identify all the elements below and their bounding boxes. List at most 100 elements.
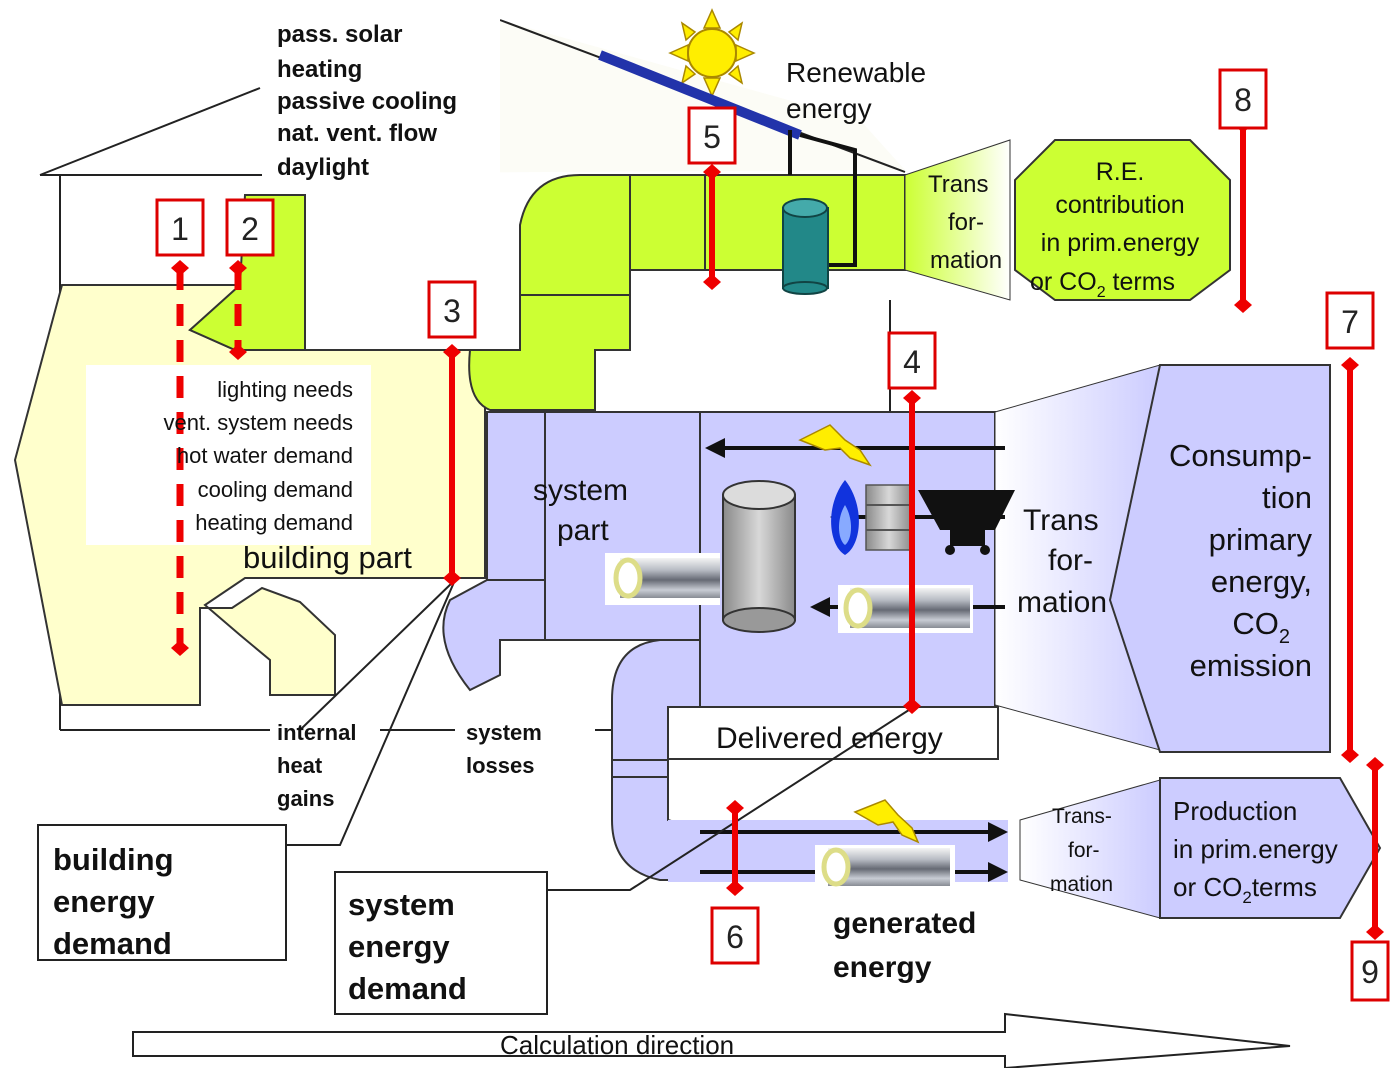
svg-text:mation: mation [930,247,1002,274]
svg-text:part: part [557,514,609,547]
pipe-icon [815,845,955,891]
svg-text:Trans: Trans [928,171,988,198]
svg-text:or CO2 terms: or CO2 terms [1030,268,1175,301]
svg-text:9: 9 [1361,954,1379,990]
svg-text:system: system [533,474,628,507]
svg-text:pass. solar: pass. solar [277,21,402,48]
svg-text:4: 4 [903,344,921,380]
svg-text:Calculation direction: Calculation direction [500,1030,734,1060]
delivered-energy-label: Delivered energy [716,722,943,755]
marker-4: 4 [887,331,937,390]
renewable-energy-label: Renewable energy [786,57,926,124]
re-contribution-label: R.E. contribution in prim.energy or CO2 … [1030,158,1200,301]
svg-text:heat: heat [277,753,323,778]
svg-text:8: 8 [1234,82,1252,118]
system-part-label: system part [533,474,628,547]
svg-text:passive cooling: passive cooling [277,88,457,115]
svg-text:CO2: CO2 [1232,606,1290,648]
svg-text:internal: internal [277,720,356,745]
lightning-icon [798,424,872,467]
svg-text:emission: emission [1190,648,1312,683]
svg-text:Production: Production [1173,796,1297,826]
svg-text:vent. system needs: vent. system needs [163,410,353,435]
needs-list: lighting needs vent. system needs hot wa… [163,377,353,535]
solar-panel-icon [598,50,857,267]
svg-text:energy: energy [348,929,450,964]
svg-text:daylight: daylight [277,154,369,181]
svg-text:energy: energy [833,951,932,984]
production-label: Production in prim.energy or CO2terms [1173,796,1338,907]
needs-text-bg [86,365,371,545]
svg-text:heating demand: heating demand [195,510,353,535]
svg-text:mation: mation [1050,873,1113,896]
pipe-icon [838,585,973,633]
svg-text:mation: mation [1017,586,1107,619]
calculation-direction-arrow: Calculation direction [132,1012,1291,1068]
marker-1: 1 [155,198,205,257]
svg-text:Renewable: Renewable [786,57,926,88]
svg-text:nat. vent. flow: nat. vent. flow [277,120,437,147]
leader-lines [285,579,913,891]
svg-text:1: 1 [171,211,189,247]
svg-text:losses: losses [466,753,535,778]
marker-3: 3 [427,280,477,339]
lightning-icon [853,799,920,844]
svg-text:energy: energy [786,93,872,124]
system-energy-demand-box: system energy demand [334,871,548,1015]
svg-text:gains: gains [277,786,334,811]
svg-text:tion: tion [1262,480,1312,515]
svg-text:R.E.: R.E. [1096,158,1145,186]
system-part-shape [442,364,1382,919]
svg-text:system: system [466,720,542,745]
svg-text:lighting needs: lighting needs [217,377,353,402]
marker-9: 9 [1350,940,1390,1002]
building-part-label: building part [243,540,412,575]
marker-6: 6 [710,906,760,965]
svg-text:cooling demand: cooling demand [198,477,353,502]
svg-text:3: 3 [443,293,461,329]
pipe-icon [605,553,720,605]
svg-text:6: 6 [726,919,744,955]
boiler-icon [722,480,796,633]
passive-text-bg [262,15,500,180]
svg-text:for-: for- [948,209,984,236]
system-losses-label: system losses [466,720,542,778]
svg-text:or CO2terms: or CO2terms [1173,872,1317,907]
svg-text:demand: demand [348,971,467,1006]
svg-text:2: 2 [241,211,259,247]
gen-transformation-label: Trans- for- mation [1050,805,1113,896]
internal-heat-gains-label: internal heat gains [277,720,356,811]
svg-text:system: system [348,887,455,922]
re-contribution-shape [1014,139,1231,301]
oil-barrel-icon [865,484,913,551]
svg-text:energy: energy [53,884,155,919]
svg-text:demand: demand [53,926,172,961]
storage-tank-icon [782,198,829,295]
marker-5: 5 [687,106,737,165]
svg-text:hot water demand: hot water demand [177,443,353,468]
svg-text:5: 5 [703,119,721,155]
coal-cart-icon [918,490,1015,555]
sun-icon [668,8,756,98]
transformation-label: Trans for- mation [1017,504,1107,619]
generated-energy-label: generated energy [833,907,976,984]
svg-text:energy,: energy, [1211,564,1312,599]
building-energy-demand-box: building energy demand [37,824,287,961]
svg-text:primary: primary [1209,522,1313,557]
svg-text:Trans-: Trans- [1052,805,1112,828]
consumption-label: Consump- tion primary energy, CO2 emissi… [1169,438,1312,683]
marker-2: 2 [225,198,275,257]
marker-7: 7 [1325,291,1375,350]
svg-text:Consump-: Consump- [1169,438,1312,473]
svg-text:in prim.energy: in prim.energy [1041,229,1200,257]
re-transformation-label: Trans for- mation [928,171,1002,274]
svg-text:building: building [53,842,174,877]
svg-text:7: 7 [1341,304,1359,340]
passive-strategies-label: pass. solar heating passive cooling nat.… [277,21,457,181]
svg-text:in prim.energy: in prim.energy [1173,834,1338,864]
svg-text:for-: for- [1048,544,1093,577]
gas-flame-icon [831,480,859,555]
svg-text:for-: for- [1068,839,1100,862]
svg-text:contribution: contribution [1055,191,1184,219]
